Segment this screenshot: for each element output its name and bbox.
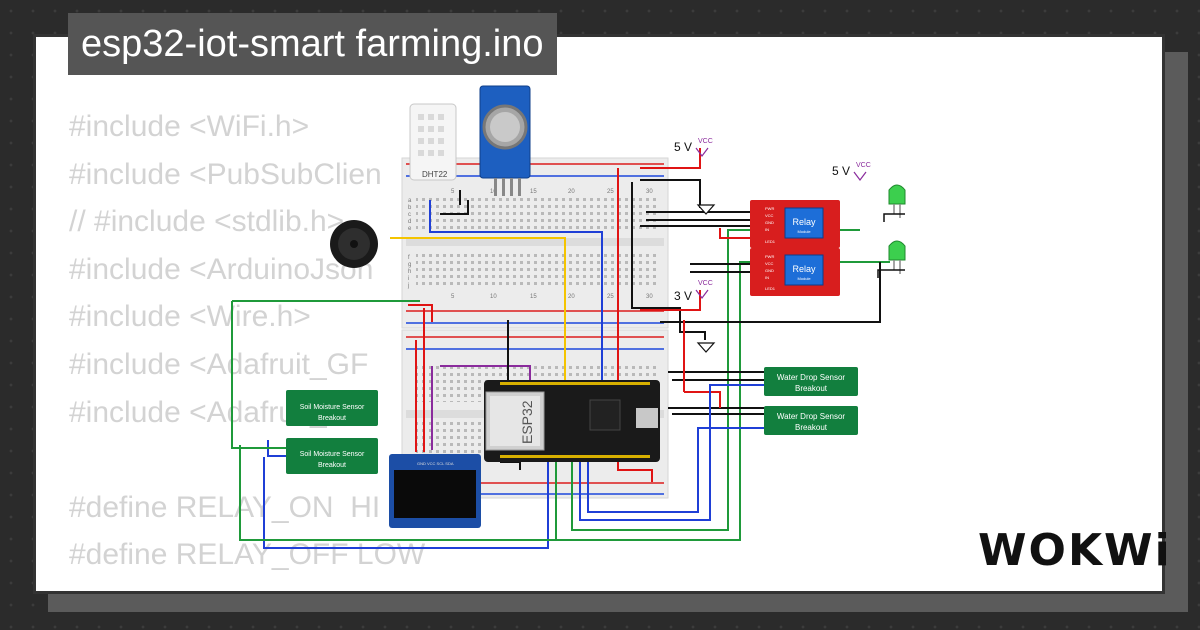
code-line: #define RELAY_ON HI [69, 490, 381, 524]
ground-icon [696, 342, 716, 353]
code-line: #include <WiFi.h> [69, 110, 310, 143]
power-symbols: 5 V VCC 5 V VCC 3 V VCC [674, 138, 871, 353]
code-line: #define RELAY_OFF LOW [69, 538, 426, 572]
preview-card[interactable]: #include <WiFi.h> #include <PubSubClien … [33, 34, 1165, 594]
code-line: // #include <stdlib.h> [69, 205, 345, 239]
soil-sensor-1[interactable]: Soil Moisture Sensor Breakout [286, 390, 378, 426]
vcc-label: VCC [698, 138, 713, 145]
esp32-label: ESP32 [519, 400, 535, 444]
soil-sensor-title: Soil Moisture Sensor [300, 404, 365, 411]
bb-row-c: c [408, 212, 411, 218]
water-sensor-subtitle: Breakout [795, 384, 828, 393]
bb-row-d: d [408, 219, 411, 225]
green-led-1[interactable] [888, 184, 906, 218]
water-sensor-subtitle: Breakout [795, 423, 828, 432]
bb-row-a: a [408, 198, 412, 204]
bb-col-30: 30 [646, 189, 653, 195]
relay-module-1[interactable]: Relay Module PWR VCC GND IN LED1 [750, 200, 840, 248]
relay-module-2[interactable]: Relay Module PWR VCC GND IN LED1 [750, 248, 840, 296]
code-line: #include <ArduinoJson [69, 252, 374, 286]
soil-sensor-title: Soil Moisture Sensor [300, 451, 365, 458]
bb-col-25: 25 [607, 189, 614, 195]
vcc-label: VCC [856, 162, 871, 169]
esp32-board[interactable]: ESP32 [484, 380, 660, 462]
relay-title: Relay [792, 217, 816, 227]
oled-display[interactable]: GND VCC SCL SDA [389, 454, 481, 528]
power-label-3v: 3 V [674, 289, 692, 303]
bb-row-j: j [407, 283, 409, 289]
water-sensor-title: Water Drop Sensor [777, 373, 846, 382]
buzzer[interactable] [330, 220, 378, 268]
page-title: esp32-iot-smart farming.ino [68, 13, 557, 75]
bb-col-15: 15 [530, 294, 537, 300]
code-line: #include <PubSubClien [69, 157, 382, 191]
bb-row-h: h [408, 269, 411, 275]
soil-sensor-2[interactable]: Soil Moisture Sensor Breakout [286, 438, 378, 474]
green-led-2[interactable] [888, 240, 906, 274]
bb-col-15: 15 [530, 189, 537, 195]
oled-pin-labels: GND VCC SCL SDA [417, 461, 454, 466]
relay-pin: IN [765, 227, 769, 232]
bb-col-20: 20 [568, 189, 575, 195]
bb-col-25: 25 [607, 294, 614, 300]
soil-sensor-subtitle: Breakout [318, 415, 346, 422]
bb-row-e: e [408, 226, 412, 232]
relay-pin: PWR [765, 206, 774, 211]
power-label-5v: 5 V [832, 164, 850, 178]
ground-icon [696, 204, 716, 215]
dht22-sensor[interactable]: DHT22 [409, 103, 457, 181]
relay-subtitle: Module [797, 276, 811, 281]
water-drop-sensor-2[interactable]: Water Drop Sensor Breakout [764, 406, 858, 435]
relay-pin: VCC [765, 213, 774, 218]
dht22-label: DHT22 [422, 170, 448, 179]
bb-row-g: g [408, 262, 411, 268]
water-drop-sensor-1[interactable]: Water Drop Sensor Breakout [764, 367, 858, 396]
bb-col-20: 20 [568, 294, 575, 300]
bb-col-10: 10 [490, 294, 497, 300]
bb-row-b: b [408, 205, 412, 211]
bb-col-5: 5 [451, 189, 455, 195]
relay-pin: VCC [765, 261, 774, 266]
bb-col-30: 30 [646, 294, 653, 300]
soil-sensor-subtitle: Breakout [318, 462, 346, 469]
gas-sensor[interactable] [479, 85, 531, 196]
wokwi-logo: WOKWi [978, 525, 1172, 576]
relay-pin: LED1 [765, 286, 776, 291]
relay-pin: GND [765, 268, 774, 273]
vcc-label: VCC [698, 280, 713, 287]
relay-pin: IN [765, 275, 769, 280]
relay-pin: PWR [765, 254, 774, 259]
bb-col-10: 10 [490, 189, 497, 195]
bb-row-f: f [408, 255, 410, 261]
breadboard-top [401, 157, 669, 329]
relay-pin: LED1 [765, 239, 776, 244]
bb-col-5: 5 [451, 294, 455, 300]
code-line: #include <Adafruit_GF [69, 347, 369, 381]
power-label-5v: 5 V [674, 140, 692, 154]
relay-pin: GND [765, 220, 774, 225]
bb-row-i: i [408, 276, 409, 282]
water-sensor-title: Water Drop Sensor [777, 412, 846, 421]
relay-subtitle: Module [797, 229, 811, 234]
relay-title: Relay [792, 264, 816, 274]
wires [231, 148, 890, 549]
code-line: #include <Wire.h> [69, 300, 311, 334]
code-preview: #include <WiFi.h> #include <PubSubClien … [69, 103, 425, 579]
